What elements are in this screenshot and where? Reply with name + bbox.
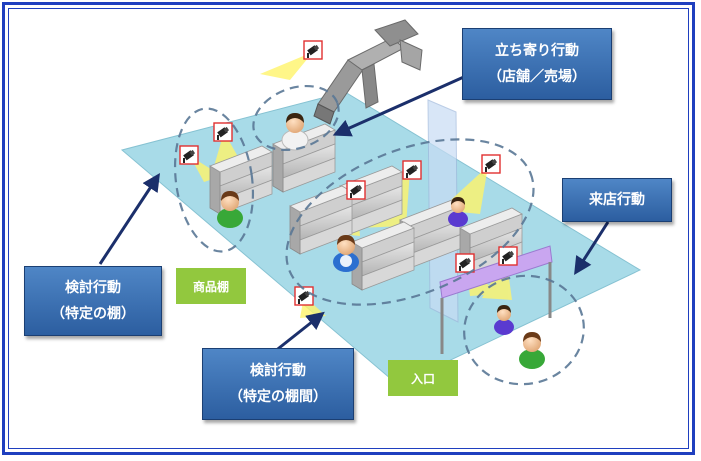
camera-icon <box>498 246 518 266</box>
camera-icon <box>481 154 501 174</box>
inner-frame <box>8 8 689 449</box>
camera-icon <box>402 160 422 180</box>
zone-between-shelves <box>285 138 535 306</box>
label-shelf: 商品棚 <box>176 268 246 304</box>
callout-consider-between: 検討行動 （特定の棚間） <box>202 348 354 420</box>
camera-icon <box>346 180 366 200</box>
arrow-consider-shelf <box>98 172 160 265</box>
arrow-drop-in <box>332 74 467 137</box>
callout-consider-shelf: 検討行動 （特定の棚） <box>24 266 162 336</box>
label-entrance: 入口 <box>388 360 458 396</box>
callout-drop-in: 立ち寄り行動 （店舗／売場） <box>462 28 612 100</box>
camera-icon <box>455 253 475 273</box>
zone-specific-shelf <box>173 107 255 253</box>
callout-drop-in-line1: 立ち寄り行動 <box>495 43 579 59</box>
callout-drop-in-line2: （店舗／売場） <box>488 69 586 85</box>
callout-consider-shelf-line2: （特定の棚） <box>51 306 135 322</box>
camera-icon <box>213 122 233 142</box>
arrow-consider-between <box>273 311 325 354</box>
person-icon <box>519 332 545 369</box>
callout-consider-between-line1: 検討行動 <box>250 363 306 379</box>
callout-visit: 来店行動 <box>562 178 672 222</box>
outer-frame <box>2 2 695 455</box>
callout-consider-shelf-line1: 検討行動 <box>65 280 121 296</box>
callout-visit-line1: 来店行動 <box>589 192 645 208</box>
zone-entrance <box>463 274 585 386</box>
camera-icon <box>294 286 314 306</box>
camera-icon <box>179 145 199 165</box>
arrow-visit <box>574 221 610 276</box>
callout-consider-between-line2: （特定の棚間） <box>229 389 327 405</box>
camera-icon <box>303 40 323 60</box>
robot-arm-icon <box>313 19 423 125</box>
